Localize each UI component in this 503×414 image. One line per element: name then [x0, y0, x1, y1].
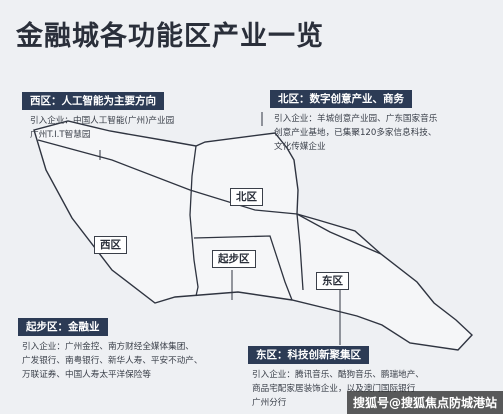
- outer-boundary: [33, 120, 473, 351]
- source-watermark: 搜狐号@搜狐焦点防城港站: [346, 391, 503, 414]
- qibu-district-desc: 引入企业：广州金控、南方财经全媒体集团、 广发银行、南粤银行、新华人寿、平安不动…: [22, 340, 202, 382]
- divider-qibu: [193, 235, 293, 301]
- east-district-label: 东区: [316, 272, 349, 290]
- north-line-2: 创意产业基地，已集聚120多家信息科技、: [274, 128, 437, 138]
- divider-east: [296, 213, 304, 291]
- qibu-line-1: 引入企业：广州金控、南方财经全媒体集团、: [22, 342, 194, 352]
- north-district-label: 北区: [230, 188, 263, 206]
- qibu-line-2: 广发银行、南粤银行、新华人寿、平安不动产、: [22, 356, 203, 366]
- diagonal-road: [37, 139, 382, 255]
- qibu-district-label: 起步区: [212, 250, 256, 268]
- west-district-desc: 引入企业：中国人工智能(广州)产业园 广州T.I.T智慧园: [30, 114, 174, 142]
- west-district-tag: 西区：人工智能为主要方向: [22, 92, 164, 110]
- divider-west: [189, 145, 199, 297]
- west-line-1: 引入企业：中国人工智能(广州)产业园: [30, 116, 175, 126]
- north-district-tag: 北区：数字创意产业、商务: [270, 90, 412, 108]
- east-line-3: 广州分行: [252, 398, 287, 408]
- east-line-2: 商品宅配家居装饰企业，以及澳门国际银行: [252, 384, 416, 394]
- north-line-1: 引入企业：羊城创意产业园、广东国家音乐: [274, 114, 438, 124]
- west-district-label: 西区: [94, 236, 127, 254]
- qibu-district-tag: 起步区：金融业: [18, 318, 108, 336]
- west-line-2: 广州T.I.T智慧园: [30, 130, 91, 140]
- east-district-tag: 东区：科技创新聚集区: [248, 346, 369, 364]
- qibu-line-3: 万联证券、中国人寿太平洋保险等: [22, 370, 151, 380]
- north-line-3: 文化传媒企业: [274, 142, 326, 152]
- north-district-desc: 引入企业：羊城创意产业园、广东国家音乐 创意产业基地，已集聚120多家信息科技、…: [274, 112, 437, 154]
- east-line-1: 引入企业：腾讯音乐、酷狗音乐、鹏瑞地产、: [252, 370, 424, 380]
- east-district-desc: 引入企业：腾讯音乐、酷狗音乐、鹏瑞地产、 商品宅配家居装饰企业，以及澳门国际银行…: [252, 368, 424, 410]
- page-title: 金融城各功能区产业一览: [16, 21, 324, 52]
